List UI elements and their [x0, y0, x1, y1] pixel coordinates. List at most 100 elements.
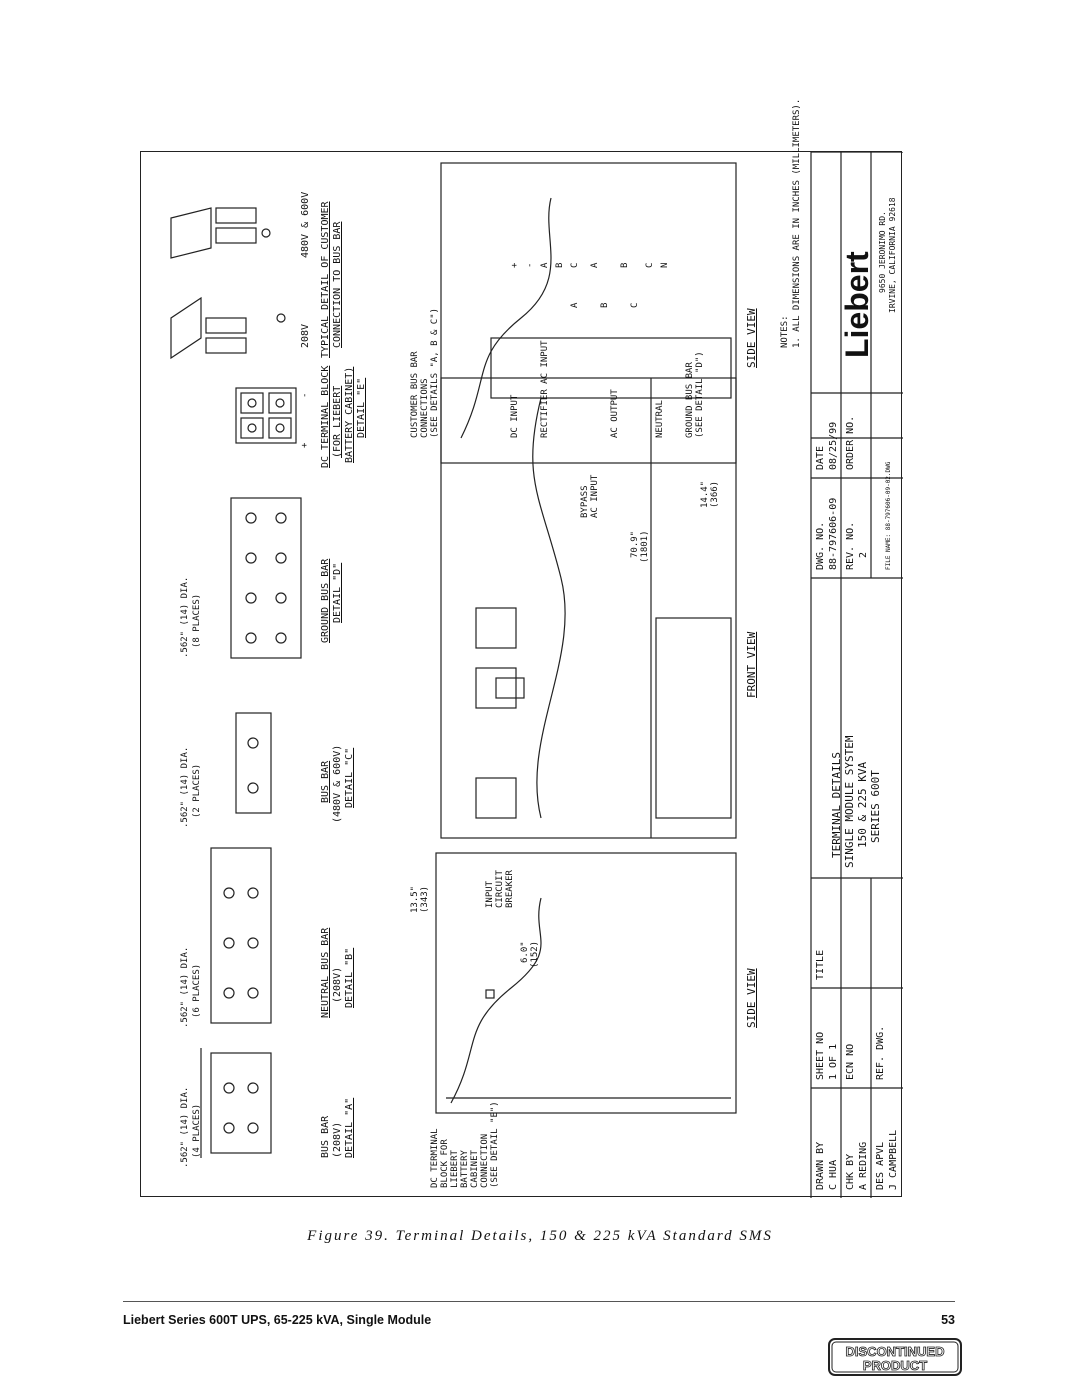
lower-1: B [600, 302, 610, 308]
stamp-line1: DISCONTINUED [846, 1344, 945, 1359]
sheet-no-label: SHEET NO [815, 1031, 826, 1080]
left-dc-label-6: (SEE DETAIL "E") [490, 1101, 500, 1188]
title-block-grid [810, 152, 903, 1198]
typical-title1: TYPICAL DETAIL OF CUSTOMER [320, 201, 331, 358]
detail-e-minus: - [300, 392, 310, 398]
detail-d-dia: .562" (14) DIA. [180, 576, 190, 658]
chk-by-label: CHK BY [845, 1153, 856, 1190]
left-dim2m: (152) [530, 940, 540, 968]
notes-line1: 1. ALL DIMENSIONS ARE IN INCHES (MILLIME… [792, 98, 802, 348]
stamp-line2: PRODUCT [863, 1358, 927, 1373]
rectifier-input: RECTIFIER AC INPUT [540, 340, 550, 438]
detail-e-title2: (FOR LIEBERT [332, 385, 343, 458]
rev-no-label: REV. NO. [845, 521, 856, 570]
date-label: DATE [815, 445, 826, 470]
lower-2: C [630, 302, 640, 308]
des-apvl-label: DES APVL [875, 1141, 886, 1190]
right-side-view-title: SIDE VIEW [745, 308, 758, 368]
detail-b-busbar [210, 847, 272, 1024]
detail-a-dia: .562" (14) DIA. [180, 1086, 190, 1168]
typical-title2: CONNECTION TO BUS BAR [332, 221, 343, 348]
right-dim2m: (366) [710, 480, 720, 508]
rev-no: 2 [858, 551, 869, 558]
detail-c-title3: DETAIL "C" [344, 747, 355, 808]
ref-dwg-label: REF. DWG. [875, 1025, 886, 1080]
drawn-by-label: DRAWN BY [815, 1141, 826, 1190]
footer-rule [123, 1301, 955, 1302]
term-5: A [590, 262, 600, 268]
term-2: A [540, 262, 550, 268]
ecn-no-label: ECN NO [845, 1043, 856, 1080]
detail-c-places: (2 PLACES) [192, 763, 202, 818]
detail-a-busbar [200, 1048, 272, 1158]
typical-v1: 208V [300, 323, 311, 348]
left-side-view-cabinet [435, 852, 737, 1114]
neutral: NEUTRAL [655, 400, 665, 438]
notes-heading: NOTES: [780, 315, 790, 348]
detail-c-dia: .562" (14) DIA. [180, 746, 190, 828]
detail-a-title1: BUS BAR [320, 1115, 331, 1158]
detail-e-title1: DC TERMINAL BLOCK [320, 365, 331, 468]
detail-b-places: (6 PLACES) [192, 963, 202, 1018]
detail-b-title3: DETAIL "B" [344, 947, 355, 1008]
title-line-3: SERIES 600T [869, 770, 882, 843]
page-number: 53 [941, 1313, 955, 1327]
callout-2: (SEE DETAILS "A, B & C") [430, 307, 440, 438]
detail-d-title1: GROUND BUS BAR [320, 558, 331, 643]
ac-output: AC OUTPUT [610, 389, 620, 438]
detail-c-title1: BUS BAR [320, 760, 331, 803]
technical-drawing [170, 152, 903, 1198]
term-4: C [570, 262, 580, 268]
detail-d-places: (8 PLACES) [192, 593, 202, 648]
title-line-1: SINGLE MODULE SYSTEM [843, 735, 856, 868]
liebert-logo: Liebert [839, 251, 875, 358]
title-line-0: TERMINAL DETAILS [830, 752, 843, 858]
detail-e-plus: + [300, 442, 310, 448]
right-dim1m: (1801) [640, 530, 650, 563]
discontinued-stamp: DISCONTINUED PRODUCT [828, 1338, 962, 1376]
address1: 9650 JERONIMO RD. [878, 211, 887, 293]
term-6: B [620, 262, 630, 268]
detail-d-title2: DETAIL "D" [332, 562, 343, 623]
detail-c-title2: (480V & 600V) [332, 744, 343, 823]
term-1: - [525, 262, 535, 268]
bypass-1: AC INPUT [590, 474, 600, 518]
term-8: N [660, 262, 670, 268]
title-label: TITLE [815, 949, 826, 980]
detail-a-title3: DETAIL "A" [344, 1097, 355, 1158]
front-view-title: FRONT VIEW [745, 631, 758, 698]
rotated-drawing-text: .562" (14) DIA. (4 PLACES) BUS BAR (208V… [141, 99, 903, 1198]
right-side-view-cabinet [440, 162, 737, 464]
figure-caption: Figure 39. Terminal Details, 150 & 225 k… [307, 1228, 773, 1244]
term-7: C [645, 262, 655, 268]
date: 08/25/99 [828, 421, 839, 470]
left-side-view-title: SIDE VIEW [745, 968, 758, 1028]
input-label-2: BREAKER [505, 870, 515, 908]
detail-b-title1: NEUTRAL BUS BAR [320, 927, 331, 1018]
typical-connection-sketch [170, 207, 286, 360]
detail-c-busbar [235, 712, 272, 814]
detail-b-title2: (208V) [332, 966, 343, 1003]
term-0: + [510, 262, 520, 268]
detail-a-title2: (208V) [332, 1121, 343, 1158]
drawn-by: C HUA [828, 1159, 839, 1190]
ground-1: (SEE DETAIL "D") [695, 351, 705, 438]
address2: IRVINE, CALIFORNIA 92618 [888, 197, 897, 313]
chk-by: A REDING [858, 1141, 869, 1190]
detail-b-dia: .562" (14) DIA. [180, 946, 190, 1028]
detail-e-title3: BATTERY CABINET) [344, 366, 355, 463]
detail-e-terminal-block [235, 387, 297, 444]
lower-0: A [570, 302, 580, 308]
dwg-no: 88-797606-09 [828, 497, 839, 570]
des-apvl: J CAMPBELL [888, 1129, 899, 1190]
order-no-label: ORDER NO. [845, 415, 856, 470]
detail-e-title4: DETAIL "E" [356, 377, 367, 438]
title-line-2: 150 & 225 KVA [856, 761, 869, 848]
typical-v2: 480V & 600V [300, 191, 311, 258]
footer-title: Liebert Series 600T UPS, 65-225 kVA, Sin… [123, 1313, 432, 1327]
drawing-sheet: .562" (14) DIA. (4 PLACES) BUS BAR (208V… [140, 99, 903, 1198]
front-view-cabinet [440, 377, 737, 839]
dwg-no-label: DWG. NO. [815, 521, 826, 570]
sheet-no: 1 OF 1 [828, 1043, 839, 1080]
detail-a-places: (4 PLACES) [192, 1103, 202, 1158]
